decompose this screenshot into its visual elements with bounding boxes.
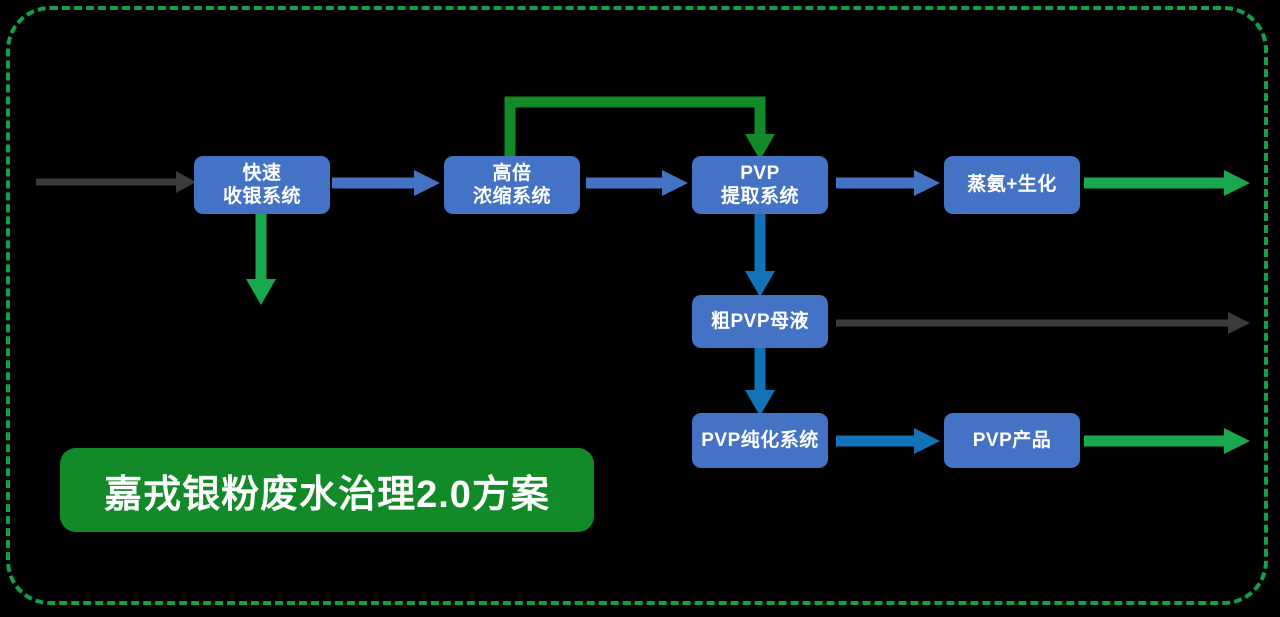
connector-pvp-to-zhengan	[836, 170, 940, 196]
node-cu-pvp-muye[interactable]: 粗PVP母液	[692, 295, 828, 348]
connector-kuaisu-down	[240, 213, 282, 305]
connector-cupvp-outlet	[836, 310, 1250, 336]
connector-zhengan-outlet	[1084, 170, 1250, 196]
connector-cupvp-to-chunhua	[739, 348, 781, 416]
connector-chanpin-outlet	[1084, 428, 1250, 454]
connector-chunhua-to-chanpin	[836, 428, 940, 454]
connector-inlet-arrow	[36, 168, 196, 196]
node-gaobei-nongsuo-xitong[interactable]: 高倍 浓缩系统	[444, 156, 580, 214]
connector-kuaisu-to-gaobei	[332, 170, 440, 196]
node-kuaisu-shouyin-xitong[interactable]: 快速 收银系统	[194, 156, 330, 214]
node-pvp-chanpin[interactable]: PVP产品	[944, 413, 1080, 468]
connector-gaobei-to-pvp	[586, 170, 688, 196]
connector-recycle-loop	[494, 92, 794, 164]
connector-pvp-to-cupvp	[739, 213, 781, 297]
node-pvp-chunhua-xitong[interactable]: PVP纯化系统	[692, 413, 828, 468]
node-zhengan-shenghua[interactable]: 蒸氨+生化	[944, 156, 1080, 214]
title-banner: 嘉戎银粉废水治理2.0方案	[60, 448, 594, 532]
node-pvp-tiqu-xitong[interactable]: PVP 提取系统	[692, 156, 828, 214]
